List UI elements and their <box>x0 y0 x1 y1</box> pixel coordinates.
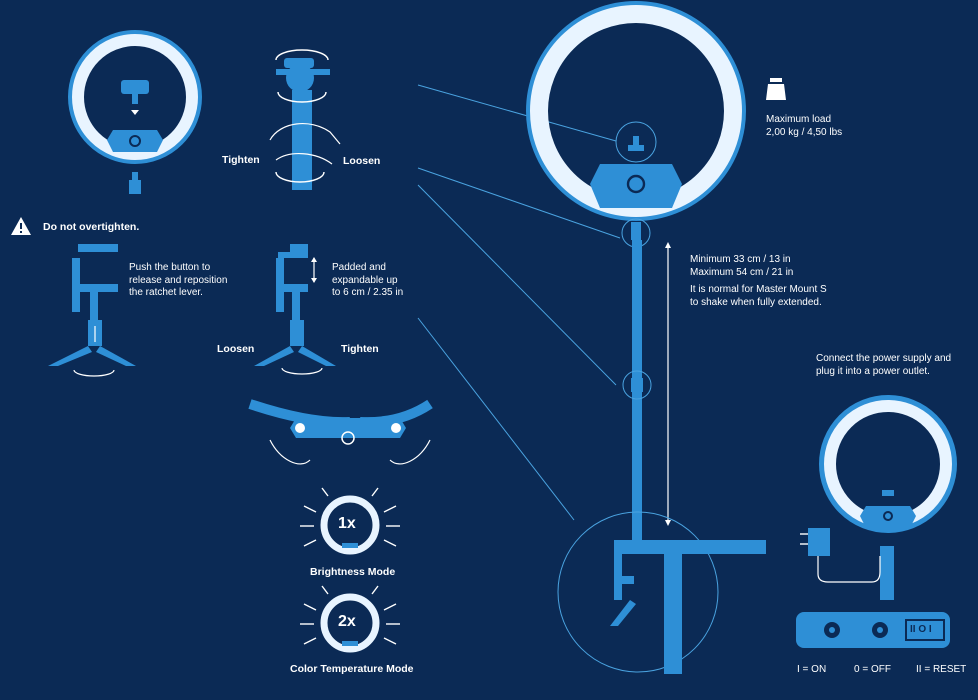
ring-light-power <box>819 395 957 600</box>
max-load-text: Maximum load 2,00 kg / 4,50 lbs <box>766 114 843 138</box>
switch-glyphs: II O I <box>910 624 932 635</box>
weight-icon <box>766 78 786 100</box>
control-box <box>796 612 950 648</box>
loosen-label-1: Loosen <box>343 155 381 167</box>
clamp-padded <box>254 244 336 375</box>
clamp-ratchet <box>48 244 136 377</box>
ball-head-hand <box>269 49 341 190</box>
tighten-label-1: Tighten <box>222 154 260 166</box>
padded-text: Padded and expandable up to 6 cm / 2.35 … <box>332 262 404 298</box>
switch-on-label: I = ON <box>797 664 827 675</box>
warning-text: Do not overtighten. <box>43 221 140 233</box>
min-max-height-text: Minimum 33 cm / 13 in Maximum 54 cm / 21… <box>690 254 794 278</box>
ring-light-small <box>68 30 202 194</box>
hands-ring-base <box>248 399 433 465</box>
mode-2x-graphic <box>300 585 400 653</box>
leader-lines <box>417 84 621 521</box>
ring-light-large <box>526 1 766 674</box>
switch-off-label: 0 = OFF <box>854 664 891 675</box>
mode-1x-graphic <box>300 487 400 555</box>
mode-1x-badge: 1x <box>338 515 356 532</box>
power-instruction-text: Connect the power supply and plug it int… <box>816 353 952 377</box>
tighten-label-2: Tighten <box>341 343 379 355</box>
mode-2x-badge: 2x <box>338 613 356 630</box>
shake-note-text: It is normal for Master Mount S to shake… <box>690 284 827 308</box>
color-temperature-mode-label: Color Temperature Mode <box>290 663 414 675</box>
brightness-mode-label: Brightness Mode <box>310 566 396 578</box>
push-button-text: Push the button to release and repositio… <box>129 262 228 298</box>
power-adapter-icon <box>800 528 881 583</box>
loosen-label-2: Loosen <box>217 343 255 355</box>
switch-reset-label: II = RESET <box>916 664 967 675</box>
warning-icon <box>11 217 31 235</box>
